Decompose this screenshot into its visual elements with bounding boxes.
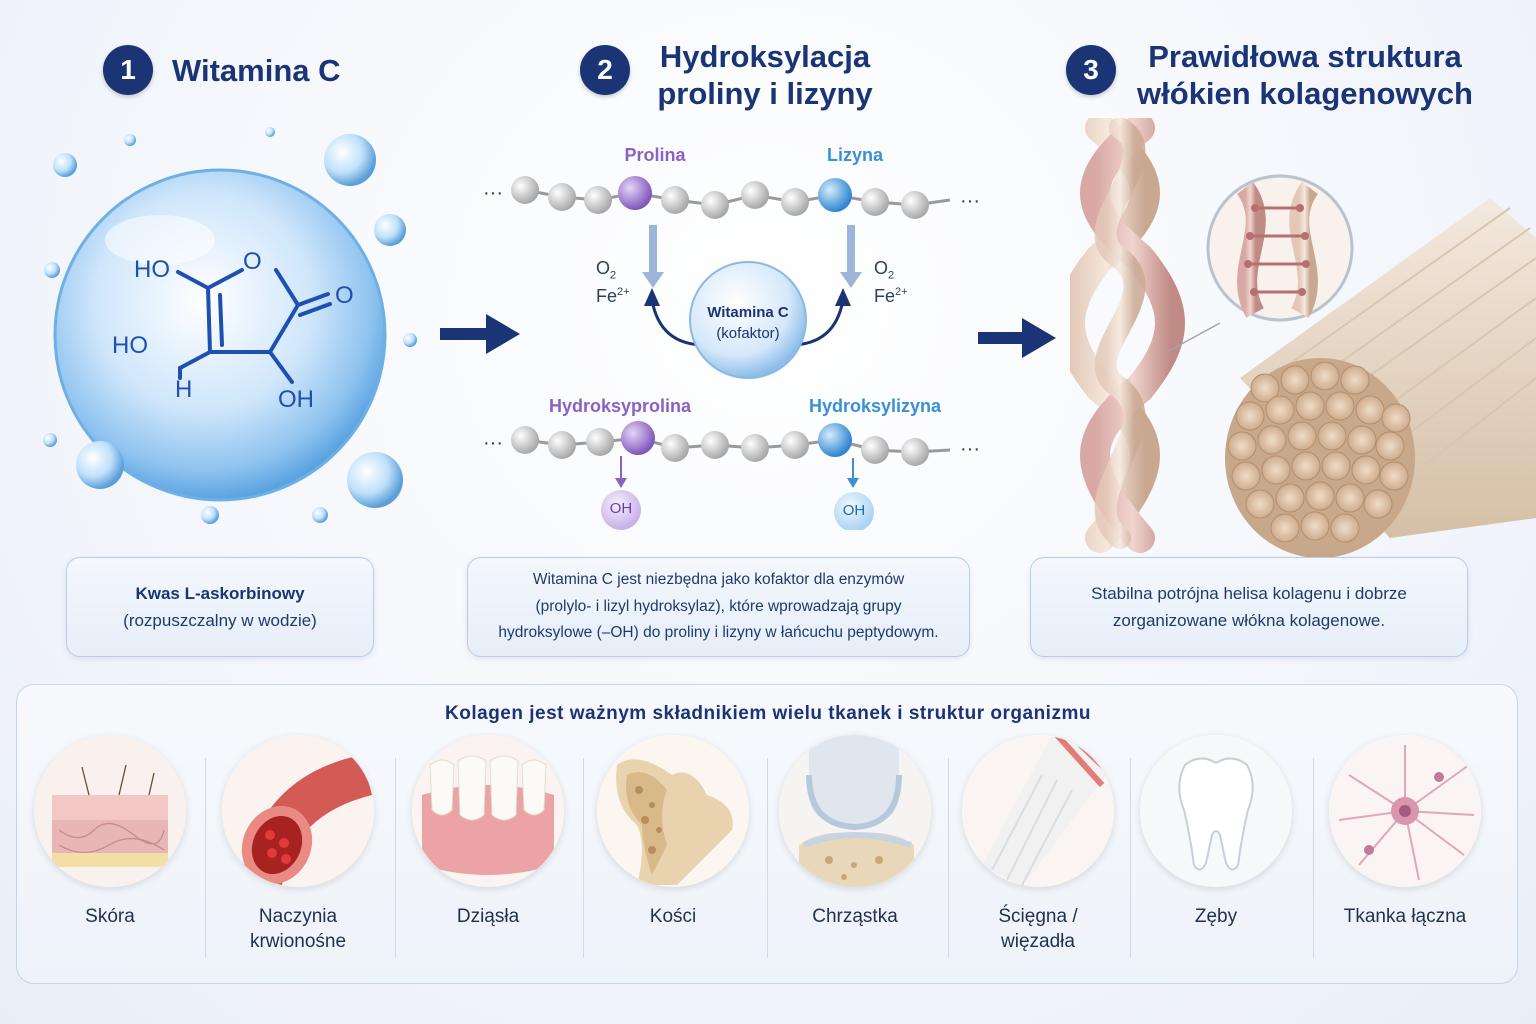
chain-dots-bottom-right: ···	[960, 438, 980, 460]
divider	[395, 758, 396, 958]
tissue-teeth-label: Zęby	[1194, 906, 1238, 927]
cofactor-role: (kofaktor)	[716, 325, 780, 342]
step-2-title: Hydroksylacja proliny i lizyny	[640, 38, 890, 112]
blood-vessel-image	[222, 735, 374, 887]
tissue-tendons: Ścięgna /więzadła	[945, 735, 1131, 975]
oh-lizyna: OH	[842, 502, 866, 519]
chain-dots-bottom-left: ···	[483, 432, 503, 454]
molecule-ring-o: O	[243, 248, 262, 275]
hydroksylizyna-label: Hydroksylizyna	[808, 396, 942, 416]
lizyna-label: Lizyna	[826, 145, 883, 165]
step-2-title-line1: Hydroksylacja	[659, 39, 871, 74]
cofactor-label: Witamina C (kofaktor)	[690, 302, 806, 344]
tissue-connective-label: Tkanka łączna	[1343, 906, 1467, 927]
arrow-right-icon	[440, 314, 520, 354]
tissue-bones: Kości	[580, 735, 766, 975]
description-line-2: (prolylo- i lizyl hydroksylaz), które wp…	[535, 597, 902, 615]
step-3-title: Prawidłowa struktura włókien kolagenowyc…	[1125, 38, 1485, 112]
connective-tissue-image	[1329, 735, 1481, 887]
description-line-1: Witamina C jest niezbędna jako kofaktor …	[532, 571, 905, 589]
fe-right: Fe2+	[874, 286, 908, 306]
skin-image	[34, 735, 186, 887]
divider	[1130, 758, 1131, 958]
o2-right: O2	[874, 258, 895, 282]
tissue-skin-label: Skóra	[85, 906, 135, 927]
chain-dots-top-left: ···	[483, 182, 503, 204]
tissue-connective: Tkanka łączna	[1312, 735, 1498, 975]
oh-prolina: OH	[609, 500, 633, 517]
o2-left: O2	[596, 258, 617, 282]
fe-left: Fe2+	[596, 286, 630, 306]
molecule-oh: OH	[278, 386, 314, 413]
hydroxylation-diagram	[511, 176, 951, 530]
prolina-label: Prolina	[624, 145, 686, 165]
tissue-bones-label: Kości	[649, 906, 697, 927]
chain-dots-top-right: ···	[960, 190, 980, 212]
molecule-ho-left: HO	[112, 332, 148, 359]
collagen-triple-helix-illustration	[1070, 118, 1536, 558]
cofactor-name: Witamina C	[707, 304, 789, 321]
molecule-keto-o: O	[335, 282, 354, 309]
tendon-image	[962, 735, 1114, 887]
hydroxylation-description-box: Witamina C jest niezbędna jako kofaktor …	[467, 557, 970, 657]
step-2-title-line2: proliny i lizyny	[657, 76, 873, 112]
divider	[583, 758, 584, 958]
tooth-image	[1140, 735, 1292, 887]
step-3-title-line1: Prawidłowa struktura	[1148, 39, 1462, 74]
arrow-right-icon	[978, 318, 1056, 358]
tissue-cartilage: Chrząstka	[762, 735, 948, 975]
step-1-number: 1	[103, 45, 153, 95]
ascorbic-acid-name: Kwas L-askorbinowy	[135, 583, 305, 603]
tissue-cartilage-label: Chrząstka	[812, 906, 898, 927]
collagen-line-1: Stabilna potrójna helisa kolagenu i dobr…	[1091, 583, 1407, 603]
tissue-teeth: Zęby	[1123, 735, 1309, 975]
collagen-line-2: zorganizowane włókna kolagenowe.	[1112, 611, 1386, 630]
step-3-number: 3	[1066, 45, 1116, 95]
molecule-ho-top: HO	[134, 256, 170, 283]
step-1-title: Witamina C	[172, 53, 341, 88]
cartilage-image	[779, 735, 931, 887]
collagen-structure-box: Stabilna potrójna helisa kolagenu i dobr…	[1030, 557, 1468, 657]
tissue-tendons-label: Ścięgna /więzadła	[998, 906, 1078, 952]
tissues-title: Kolagen jest ważnym składnikiem wielu tk…	[445, 703, 1091, 724]
tissue-gums-label: Dziąsła	[456, 906, 520, 927]
molecule-h: H	[175, 376, 193, 403]
tissue-gums: Dziąsła	[395, 735, 581, 975]
ascorbic-acid-box: Kwas L-askorbinowy (rozpuszczalny w wodz…	[66, 557, 374, 657]
divider	[948, 758, 949, 958]
divider	[1313, 758, 1314, 958]
description-line-3: hydroksylowe (–OH) do proliny i lizyny w…	[498, 624, 939, 642]
tissue-skin: Skóra	[17, 735, 203, 975]
gums-image	[412, 735, 564, 887]
divider	[767, 758, 768, 958]
divider	[205, 758, 206, 958]
step-3-title-line2: włókien kolagenowych	[1137, 76, 1473, 112]
bone-image	[597, 735, 749, 887]
vitamin-c-water-sphere	[43, 127, 417, 524]
ascorbic-acid-note: (rozpuszczalny w wodzie)	[123, 611, 317, 630]
step-2-number: 2	[580, 45, 630, 95]
hydroksyprolina-label: Hydroksyprolina	[548, 396, 692, 416]
